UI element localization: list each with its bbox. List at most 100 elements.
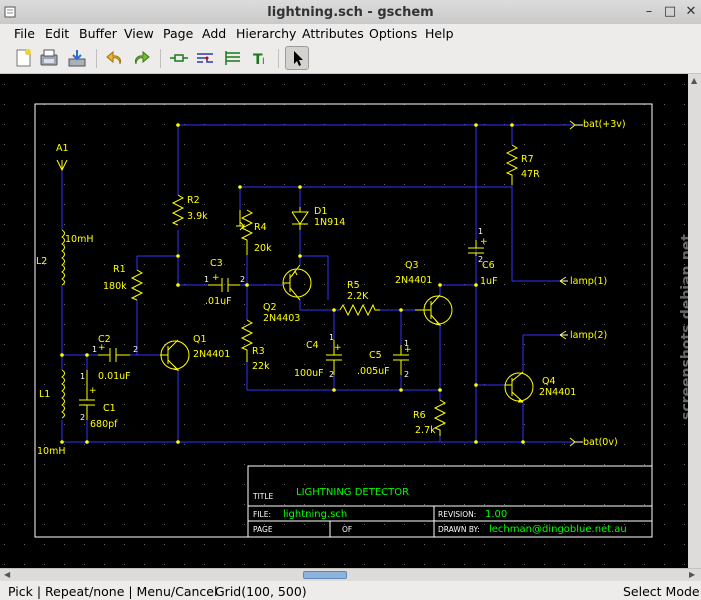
r4-label: R4 — [254, 222, 267, 233]
menu-file[interactable]: File — [14, 26, 35, 41]
c4-label: C4 — [306, 340, 319, 351]
horizontal-scrollbar[interactable]: ◀ ▶ — [0, 568, 701, 581]
horizontal-scroll-thumb[interactable] — [303, 571, 347, 579]
save-icon[interactable] — [38, 47, 60, 69]
r6-label: R6 — [413, 410, 426, 421]
menu-help[interactable]: Help — [425, 26, 454, 41]
c1-label: C1 — [103, 403, 116, 414]
svg-text:1: 1 — [204, 275, 209, 284]
d1-label: D1 — [314, 206, 327, 217]
title-label: TITLE — [252, 492, 274, 501]
svg-text:screenshots.debian.net: screenshots.debian.net — [679, 234, 688, 420]
q1-label: Q1 — [193, 334, 207, 345]
c6-value: 1uF — [480, 276, 498, 287]
q4-label: Q4 — [542, 376, 556, 387]
scroll-right-icon[interactable]: ▶ — [689, 570, 696, 579]
page-label: PAGE — [253, 525, 273, 534]
svg-text:1: 1 — [80, 372, 85, 381]
maximize-button[interactable]: □ — [663, 4, 677, 19]
r1-label: R1 — [113, 264, 126, 275]
menu-view[interactable]: View — [124, 26, 154, 41]
svg-text:2: 2 — [240, 275, 245, 284]
svg-text:T: T — [253, 52, 263, 68]
c3-value: .01uF — [205, 296, 232, 307]
component-labels: A1 L2 10mH L1 10mH C1 680pf C2 0.01uF R1… — [36, 143, 576, 457]
svg-text:2: 2 — [80, 413, 85, 422]
a1-label: A1 — [56, 143, 69, 154]
r2-label: R2 — [187, 195, 200, 206]
scroll-left-icon[interactable]: ◀ — [4, 570, 11, 579]
redo-icon[interactable] — [130, 47, 152, 69]
scroll-up-icon[interactable]: ▲ — [691, 76, 698, 85]
r7-value: 47R — [521, 169, 540, 180]
svg-text:2: 2 — [478, 255, 483, 264]
c1-value: 680pf — [90, 419, 118, 430]
r3-value: 22k — [252, 361, 270, 372]
svg-text:+: + — [89, 386, 97, 396]
select-arrow-icon[interactable] — [285, 46, 309, 70]
port-labels: bat(+3v) lamp(1) lamp(2) bat(0v) — [570, 119, 626, 448]
r5-label: R5 — [347, 280, 360, 291]
close-button[interactable]: ✕ — [685, 4, 697, 19]
menu-add[interactable]: Add — [202, 26, 227, 41]
port-pins — [560, 124, 583, 443]
minimize-button[interactable]: – — [645, 4, 653, 19]
c6-label: C6 — [482, 260, 495, 271]
l2-value: 10mH — [65, 234, 94, 245]
menu-attributes[interactable]: Attributes — [302, 26, 364, 41]
revision-value: 1.00 — [485, 509, 507, 520]
title-value: LIGHTNING DETECTOR — [296, 487, 409, 498]
r6-value: 2.7k — [415, 425, 436, 436]
menu-buffer[interactable]: Buffer — [79, 26, 117, 41]
vertical-scrollbar[interactable]: ▲ — [688, 74, 701, 568]
c5-label: C5 — [369, 350, 382, 361]
menu-bar: File Edit Buffer View Page Add Hierarchy… — [0, 24, 701, 44]
q3-value: 2N4401 — [395, 275, 432, 286]
add-net-icon[interactable] — [194, 47, 216, 69]
port-bat-pos: bat(+3v) — [583, 119, 626, 130]
title-bar: lightning.sch - gschem – □ ✕ — [0, 0, 701, 25]
port-lamp2: lamp(2) — [570, 330, 607, 341]
svg-text:+: + — [404, 345, 412, 355]
status-mouse: Pick | Repeat/none | Menu/Cancel — [8, 584, 218, 599]
q3-label: Q3 — [405, 260, 419, 271]
undo-icon[interactable] — [104, 47, 126, 69]
r5-value: 2.2K — [347, 291, 369, 302]
svg-text:1: 1 — [404, 339, 409, 348]
svg-text:+: + — [334, 343, 342, 353]
q2-value: 2N4403 — [263, 313, 300, 324]
menu-edit[interactable]: Edit — [45, 26, 70, 41]
svg-text:2: 2 — [133, 345, 138, 354]
revision-label: REVISION: — [438, 510, 476, 519]
status-mode: Select Mode — [623, 584, 700, 599]
svg-text:+: + — [98, 343, 106, 353]
new-icon[interactable] — [12, 47, 34, 69]
file-label: FILE: — [253, 510, 271, 519]
r1-value: 180k — [103, 281, 127, 292]
menu-options[interactable]: Options — [369, 26, 418, 41]
menu-page[interactable]: Page — [163, 26, 194, 41]
svg-text:1: 1 — [329, 333, 334, 342]
l1-value: 10mH — [37, 446, 66, 457]
status-bar: Pick | Repeat/none | Menu/Cancel Grid(10… — [0, 581, 701, 600]
schematic-drawing: 12 12 12 12 12 12 + + + + + + A1 L2 10mH… — [0, 74, 688, 568]
app-icon — [4, 6, 16, 18]
c5-value: .005uF — [357, 366, 390, 377]
status-grid: Grid(100, 500) — [215, 584, 307, 599]
c4-value: 100uF — [294, 368, 324, 379]
open-icon[interactable] — [66, 47, 88, 69]
junctions — [60, 123, 525, 444]
q4-value: 2N4401 — [539, 387, 576, 398]
watermark: screenshots.debian.net — [679, 234, 688, 420]
add-bus-icon[interactable] — [222, 47, 244, 69]
svg-text:2: 2 — [329, 370, 334, 379]
svg-text:1: 1 — [92, 345, 97, 354]
port-bat-0: bat(0v) — [583, 437, 618, 448]
add-component-icon[interactable] — [168, 47, 190, 69]
titleblock-values: LIGHTNING DETECTOR lightning.sch 1.00 le… — [283, 487, 627, 535]
svg-text:2: 2 — [404, 370, 409, 379]
menu-hierarchy[interactable]: Hierarchy — [236, 26, 297, 41]
